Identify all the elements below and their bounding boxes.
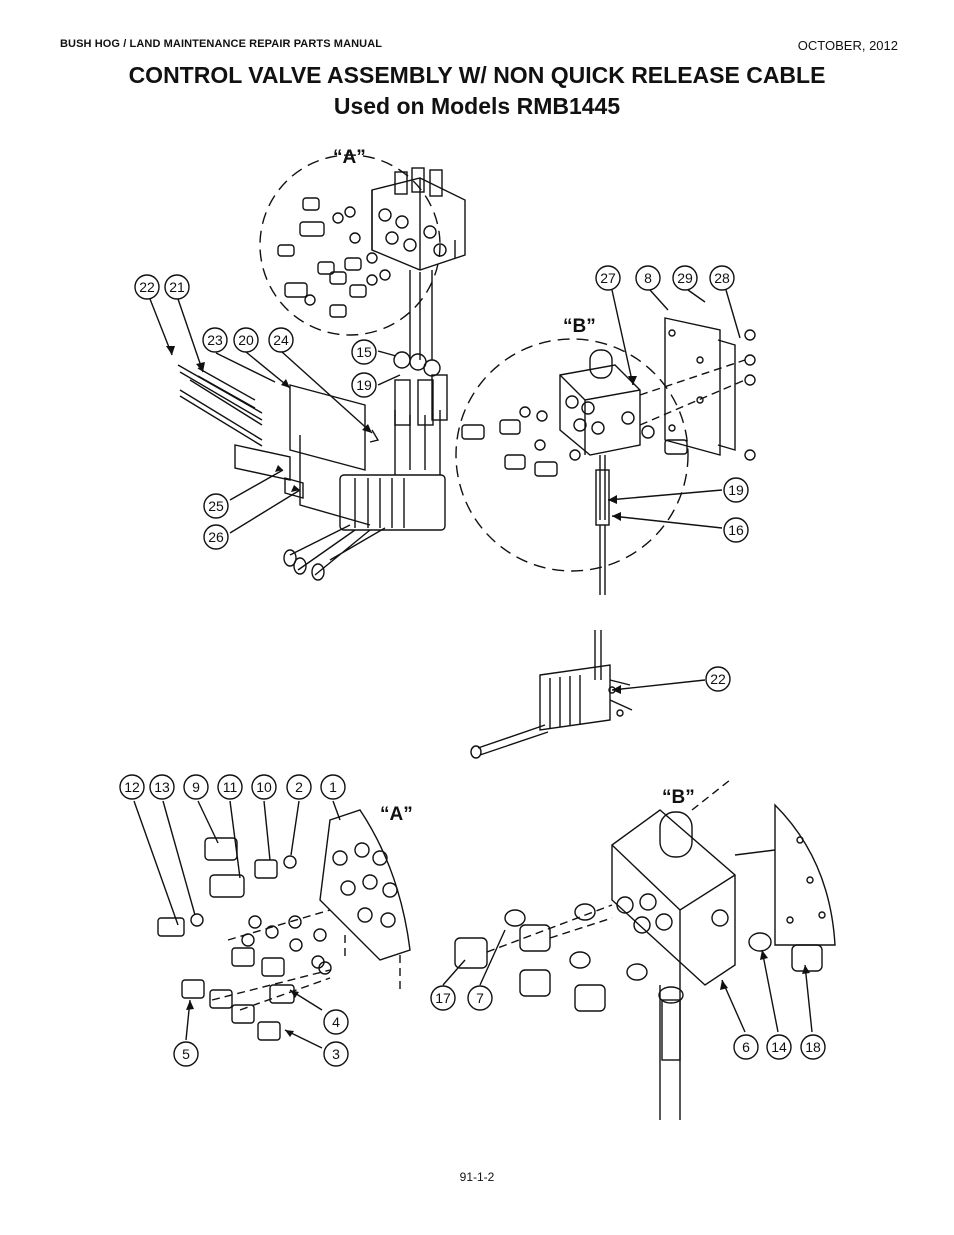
bracket-plate-drawing <box>177 364 371 526</box>
callout-22-upper: 22 <box>139 279 155 295</box>
leader-lines <box>133 289 813 1049</box>
page-title: CONTROL VALVE ASSEMBLY W/ NON QUICK RELE… <box>128 62 826 88</box>
callout-8: 8 <box>644 270 652 286</box>
manual-header: BUSH HOG / LAND MAINTENANCE REPAIR PARTS… <box>60 38 383 50</box>
callout-19-left: 19 <box>356 377 372 393</box>
manual-date: OCTOBER, 2012 <box>797 38 898 53</box>
callout-26: 26 <box>208 529 224 545</box>
callout-13: 13 <box>154 779 170 795</box>
detail-a-label: “A” <box>333 147 366 168</box>
callout-12: 12 <box>124 779 140 795</box>
callout-16: 16 <box>728 522 744 538</box>
callout-29: 29 <box>677 270 693 286</box>
callout-3: 3 <box>332 1046 340 1062</box>
callout-25: 25 <box>208 498 224 514</box>
control-valve-drawing <box>283 351 448 581</box>
mount-plate-drawing <box>639 317 756 461</box>
callout-4: 4 <box>332 1014 340 1030</box>
detail-b-label: “B” <box>563 316 596 337</box>
callout-18: 18 <box>805 1039 821 1055</box>
fittings-group-b <box>461 406 688 477</box>
detail-a-circle <box>259 154 441 336</box>
page-subtitle: Used on Models RMB1445 <box>333 93 621 119</box>
callout-21: 21 <box>169 279 185 295</box>
valve-bank-drawing <box>371 167 466 271</box>
page-number: 91-1-2 <box>459 1170 495 1184</box>
callout-28: 28 <box>714 270 730 286</box>
callout-19-right: 19 <box>728 482 744 498</box>
callout-numbers: 22 21 23 20 24 15 19 25 26 27 8 29 28 19… <box>124 270 821 1062</box>
callout-20: 20 <box>238 332 254 348</box>
callout-5: 5 <box>182 1046 190 1062</box>
leader-arrowheads <box>166 346 810 1037</box>
callout-22-middle: 22 <box>710 671 726 687</box>
callout-27: 27 <box>600 270 616 286</box>
callout-11: 11 <box>223 779 238 795</box>
detail-a-lower-label: “A” <box>380 804 413 825</box>
callout-10: 10 <box>256 779 272 795</box>
callout-23: 23 <box>207 332 223 348</box>
callout-7: 7 <box>476 990 484 1006</box>
callout-15: 15 <box>356 344 372 360</box>
detail-b-circle <box>455 338 689 572</box>
lever-assembly-drawing <box>470 630 633 759</box>
callout-6: 6 <box>742 1039 750 1055</box>
detail-b-lower-label: “B” <box>662 787 695 808</box>
valve-section-b-drawing <box>611 779 736 1120</box>
single-spool-valve-drawing <box>559 349 641 595</box>
callout-9: 9 <box>192 779 200 795</box>
fittings-group-a-lower <box>157 837 332 1041</box>
fittings-group-a <box>277 197 391 318</box>
callout-17: 17 <box>435 990 451 1006</box>
callout-14: 14 <box>771 1039 787 1055</box>
fittings-group-b-lower <box>454 903 823 1012</box>
callout-24: 24 <box>273 332 289 348</box>
callout-2: 2 <box>295 779 303 795</box>
valve-section-a-drawing <box>319 809 411 990</box>
mount-plate-lower-drawing <box>734 803 836 946</box>
callout-1: 1 <box>329 779 337 795</box>
callout-circles <box>119 265 826 1067</box>
